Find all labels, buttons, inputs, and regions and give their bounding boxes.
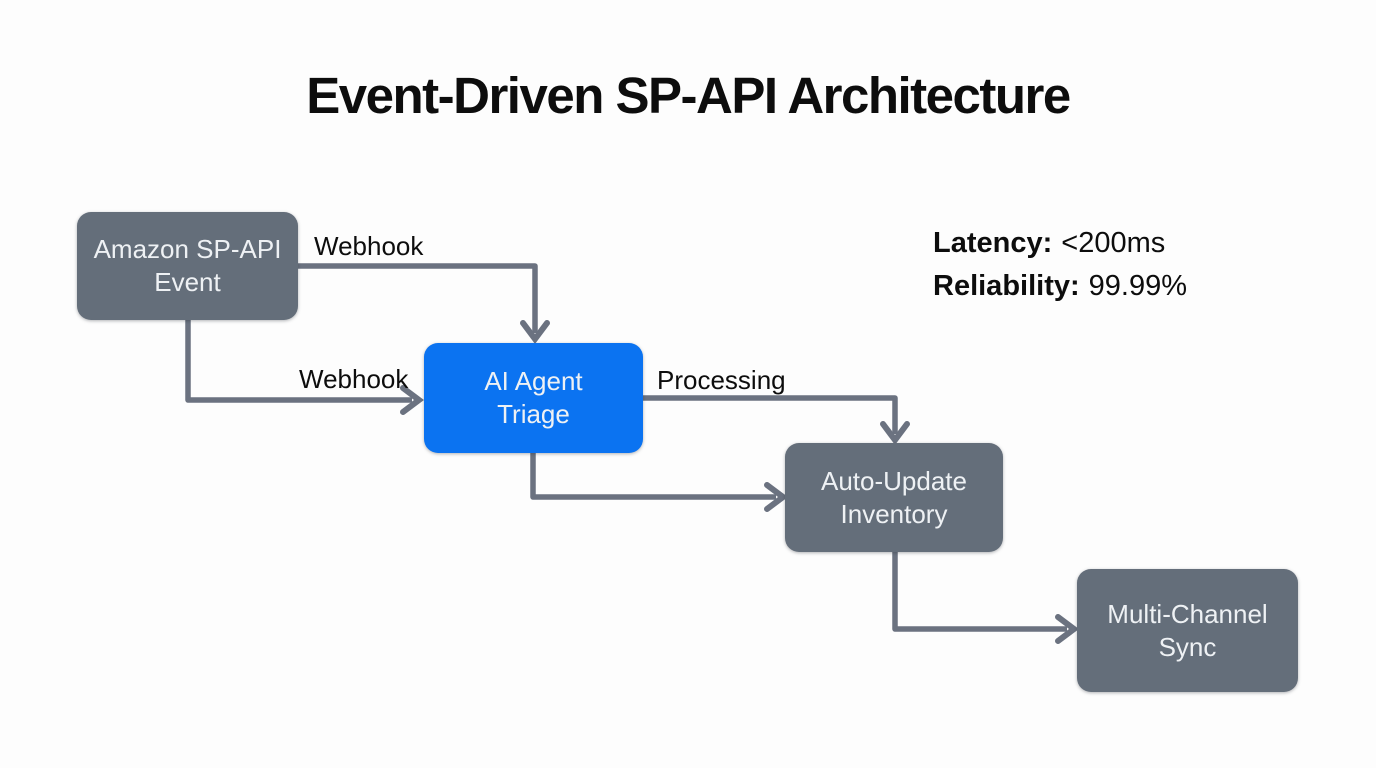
node-amazon-sp-api-event: Amazon SP-API Event — [77, 212, 298, 320]
reliability-metric: Reliability:99.99% — [933, 265, 1187, 308]
arrowhead-triage-left — [400, 385, 424, 415]
node-auto-update-inventory: Auto-Update Inventory — [785, 443, 1003, 552]
page-title: Event-Driven SP-API Architecture — [306, 67, 1071, 124]
reliability-value: 99.99% — [1088, 270, 1188, 302]
latency-value: <200ms — [1061, 227, 1166, 259]
edge-event-to-triage-left — [185, 320, 412, 403]
node-label-line: Event — [154, 267, 221, 297]
node-label-line: Sync — [1158, 631, 1217, 662]
edge-triage-to-inventory-top — [643, 395, 898, 434]
arrowhead-triage-top — [520, 320, 550, 344]
node-label-line: AI Agent — [484, 366, 583, 396]
node-label-line: Amazon SP-API — [93, 234, 282, 264]
metrics-panel: Latency:<200ms Reliability:99.99% — [933, 222, 1187, 308]
edge-triage-to-inventory-left — [530, 453, 776, 500]
node-label-line: Auto-Update — [821, 465, 967, 496]
edge-label-processing: Processing — [657, 365, 786, 395]
node-label-line: Multi-Channel — [1107, 598, 1268, 629]
node-ai-agent-triage: AI Agent Triage — [424, 343, 643, 453]
edge-label-webhook-top: Webhook — [314, 231, 424, 261]
node-label-line: Triage — [497, 399, 570, 429]
latency-metric: Latency:<200ms — [933, 222, 1187, 265]
edge-label-webhook-bottom: Webhook — [299, 364, 409, 394]
latency-label: Latency: — [933, 227, 1053, 259]
reliability-label: Reliability: — [933, 270, 1080, 302]
edge-inventory-to-sync — [892, 552, 1067, 632]
edge-event-to-triage-top — [298, 263, 538, 333]
node-label-line: Inventory — [840, 498, 948, 529]
arrowhead-sync-left — [1055, 614, 1079, 644]
node-multi-channel-sync: Multi-Channel Sync — [1077, 569, 1298, 692]
arrowhead-inventory-top — [880, 421, 910, 445]
arrowhead-inventory-left — [764, 482, 788, 512]
